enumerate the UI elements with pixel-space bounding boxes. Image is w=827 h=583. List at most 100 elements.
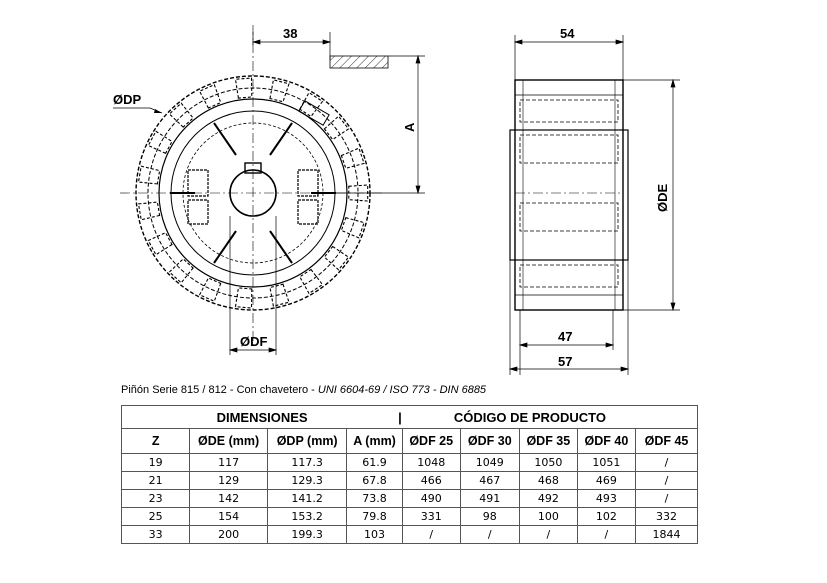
- drawing-caption: Piñón Serie 815 / 812 - Con chavetero - …: [121, 384, 486, 396]
- table-cell: 1051: [576, 453, 636, 472]
- tooth-pocket: [147, 231, 173, 256]
- df-label: ØDF: [240, 334, 268, 349]
- column-header: ØDP (mm): [266, 428, 348, 454]
- table-cell: /: [634, 471, 699, 490]
- table-cell: 492: [518, 489, 578, 508]
- table-cell: /: [634, 453, 699, 472]
- column-header: ØDF 40: [576, 428, 636, 454]
- table-cell: /: [634, 489, 699, 508]
- dimension-DF: [228, 216, 278, 355]
- tooth-pocket: [137, 201, 161, 221]
- table-cell: 332: [634, 507, 699, 526]
- column-header: ØDF 35: [518, 428, 578, 454]
- group-separator: |: [398, 409, 402, 425]
- table-cell: 199.3: [266, 525, 348, 544]
- table-cell: 142: [189, 489, 268, 508]
- table-cell: 117.3: [266, 453, 348, 472]
- table-cell: 1049: [459, 453, 520, 472]
- dim-47-label: 47: [558, 329, 572, 344]
- table-cell: 468: [518, 471, 578, 490]
- table-cell: 23: [120, 489, 191, 508]
- table-cell: 493: [576, 489, 636, 508]
- caption-text: Piñón Serie 815 / 812 - Con chavetero -: [121, 384, 318, 396]
- column-header: A (mm): [346, 428, 403, 454]
- column-header: Z: [120, 428, 191, 454]
- tooth-pocket: [340, 217, 365, 239]
- tooth-pocket: [269, 283, 290, 307]
- group-codes-label: CÓDIGO DE PRODUCTO: [453, 409, 606, 425]
- dim-57-label: 57: [558, 354, 572, 369]
- table-cell: 1050: [518, 453, 578, 472]
- table-cell: /: [401, 525, 461, 544]
- dimension-47: [518, 310, 615, 375]
- table-cell: 61.9: [346, 453, 403, 472]
- dp-label: ØDP: [113, 92, 142, 107]
- tooth-pocket: [348, 184, 369, 202]
- column-header: ØDF 45: [634, 428, 699, 454]
- table-cell: 67.8: [346, 471, 403, 490]
- column-header: ØDF 25: [401, 428, 461, 454]
- table-cell: 200: [189, 525, 268, 544]
- table-cell: /: [576, 525, 636, 544]
- tooth-pocket: [340, 147, 365, 169]
- tooth-pocket: [147, 130, 173, 155]
- tooth-pocket: [168, 258, 194, 284]
- table-cell: 331: [401, 507, 461, 526]
- table-cell: 102: [576, 507, 636, 526]
- group-dimensions: DIMENSIONES: [121, 405, 403, 429]
- dimension-DE: [623, 78, 680, 312]
- table-cell: 129: [189, 471, 268, 490]
- tooth-pocket: [137, 165, 161, 185]
- tooth-pocket: [299, 268, 324, 295]
- table-cell: 73.8: [346, 489, 403, 508]
- table-cell: 98: [459, 507, 520, 526]
- table-cell: 33: [120, 525, 191, 544]
- table-cell: 21: [120, 471, 191, 490]
- table-cell: 79.8: [346, 507, 403, 526]
- technical-drawing: 38 A ØDP ØDF: [113, 25, 680, 375]
- dim-54-label: 54: [560, 26, 575, 41]
- tooth-pocket: [234, 77, 253, 99]
- caption-standards: UNI 6604-69 / ISO 773 - DIN 6885: [317, 384, 487, 396]
- group-header-row: DIMENSIONES | CÓDIGO DE PRODUCTO: [121, 405, 699, 429]
- side-view: [509, 79, 629, 311]
- tooth-pocket: [323, 245, 350, 271]
- front-view: [120, 25, 385, 345]
- tooth-pocket: [198, 83, 222, 109]
- hatched-block: [329, 55, 389, 69]
- table-cell: 1844: [634, 525, 699, 544]
- table-cell: 490: [401, 489, 461, 508]
- group-codes: | CÓDIGO DE PRODUCTO: [398, 405, 699, 429]
- table-cell: 129.3: [266, 471, 348, 490]
- table-cell: 491: [459, 489, 520, 508]
- column-header: ØDE (mm): [189, 428, 268, 454]
- table-cell: 469: [576, 471, 636, 490]
- dimension-38: [251, 32, 332, 60]
- table-cell: 25: [120, 507, 191, 526]
- table-cell: 100: [518, 507, 578, 526]
- dimension-57: [508, 260, 630, 375]
- tooth-pocket: [198, 277, 222, 303]
- dim-A-label: A: [402, 122, 417, 132]
- tooth-pocket: [323, 115, 350, 141]
- tooth-pocket: [269, 79, 290, 103]
- table-cell: 153.2: [266, 507, 348, 526]
- tooth-pocket: [168, 102, 194, 128]
- table-cell: 19: [120, 453, 191, 472]
- group-dimensions-label: DIMENSIONES: [216, 409, 308, 425]
- table-cell: /: [459, 525, 520, 544]
- dimension-54: [513, 35, 625, 80]
- table-cell: 154: [189, 507, 268, 526]
- table-cell: 466: [401, 471, 461, 490]
- table-cell: 117: [189, 453, 268, 472]
- dim-38-label: 38: [283, 26, 297, 41]
- column-header: ØDF 30: [459, 428, 520, 454]
